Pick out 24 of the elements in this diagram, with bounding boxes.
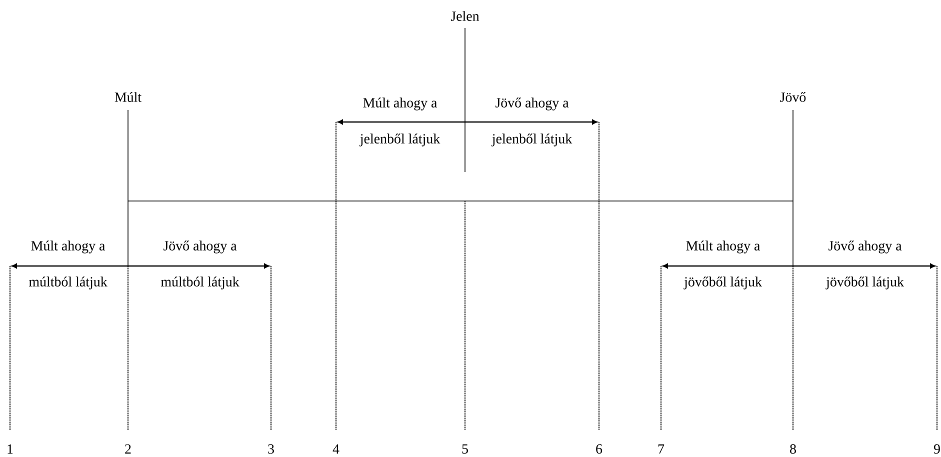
- range-text: Jövő ahogy a: [828, 240, 902, 254]
- range-text: múltból látjuk: [160, 276, 240, 290]
- timeline-label: Jelen: [450, 11, 480, 21]
- tick-number: 8: [790, 444, 796, 454]
- range-text: jelenből látjuk: [360, 134, 440, 146]
- range-text: múltból látjuk: [28, 276, 108, 290]
- timeline-label: Múlt: [114, 92, 142, 102]
- range-text: jövőből látjuk: [826, 276, 904, 290]
- range-text: Múlt ahogy a: [31, 240, 105, 254]
- range-text: jelenből látjuk: [492, 134, 572, 146]
- range-text: jövőből látjuk: [684, 276, 762, 290]
- range-text: Jövő ahogy a: [164, 240, 237, 254]
- range-text: Múlt ahogy a: [686, 240, 760, 254]
- tick-number: 6: [596, 444, 602, 454]
- timeline-label: Jövő: [780, 92, 806, 102]
- tick-number: 5: [462, 444, 468, 454]
- tick-number: 7: [658, 444, 664, 454]
- tick-number: 1: [8, 444, 13, 454]
- range-text: Múlt ahogy a: [363, 98, 437, 110]
- range-text: Jövő ahogy a: [496, 98, 569, 110]
- tick-number: 3: [268, 444, 274, 454]
- tick-number: 4: [332, 444, 340, 454]
- tick-number: 9: [934, 444, 940, 454]
- tick-number: 2: [125, 444, 131, 454]
